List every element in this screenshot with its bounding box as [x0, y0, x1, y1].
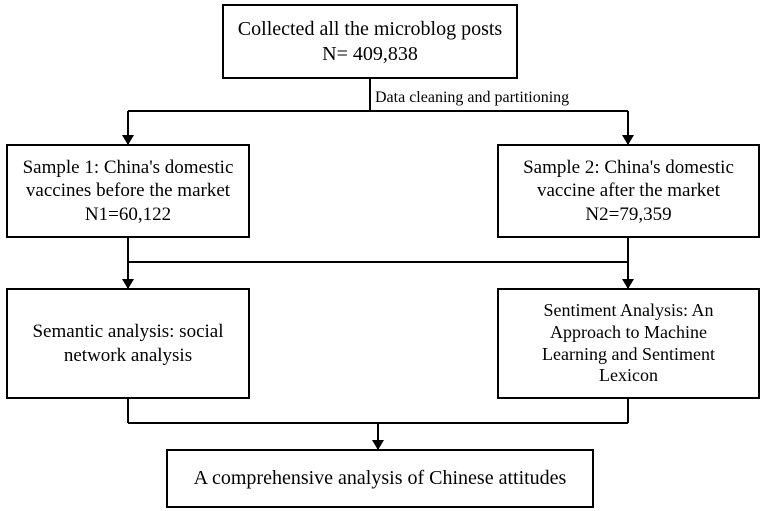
node-sentiment-line1: Sentiment Analysis: An [543, 299, 714, 320]
node-semantic-line2: network analysis [63, 344, 193, 366]
node-sentiment-analysis: Sentiment Analysis: An Approach to Machi… [497, 288, 760, 399]
node-sentiment-line4: Lexicon [599, 365, 658, 386]
node-sample2: Sample 2: China's domestic vaccine after… [497, 144, 760, 238]
node-comprehensive-analysis: A comprehensive analysis of Chinese atti… [166, 449, 594, 508]
node-sample2-line3: N2=79,359 [585, 203, 672, 225]
node-collected-line2: N= 409,838 [322, 42, 418, 65]
node-collected-posts: Collected all the microblog posts N= 409… [222, 4, 518, 79]
node-comprehensive-line1: A comprehensive analysis of Chinese atti… [193, 467, 567, 490]
node-sample1-line3: N1=60,122 [84, 203, 172, 225]
node-sample2-line1: Sample 2: China's domestic [523, 157, 734, 179]
node-sample1-line2: vaccines before the market [25, 180, 231, 202]
node-sentiment-line3: Learning and Sentiment [542, 343, 715, 364]
node-sample1: Sample 1: China's domestic vaccines befo… [6, 144, 250, 238]
node-semantic-line1: Semantic analysis: social [32, 321, 224, 343]
node-sample2-line2: vaccine after the market [536, 180, 721, 202]
node-semantic-analysis: Semantic analysis: social network analys… [6, 288, 250, 399]
node-sample1-line1: Sample 1: China's domestic [22, 157, 234, 179]
node-collected-line1: Collected all the microblog posts [237, 18, 503, 41]
node-sentiment-line2: Approach to Machine [550, 321, 707, 342]
edge-label-data-cleaning: Data cleaning and partitioning [375, 89, 570, 106]
